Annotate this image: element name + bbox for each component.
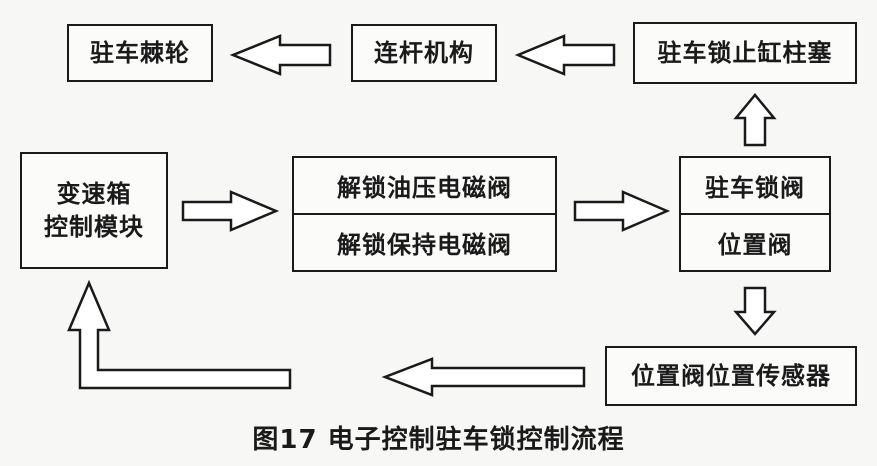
unlock-hold-solenoid: 解锁保持电磁阀 bbox=[294, 213, 555, 270]
arrow-feedback-to-tcm bbox=[67, 279, 292, 390]
valve-box: 驻车锁阀 位置阀 bbox=[679, 156, 831, 272]
lock-cylinder-plunger-box: 驻车锁止缸柱塞 bbox=[633, 22, 857, 84]
lock-cylinder-plunger-label: 驻车锁止缸柱塞 bbox=[657, 38, 833, 67]
linkage-label: 连杆机构 bbox=[374, 38, 474, 67]
parking-pawl-label: 驻车棘轮 bbox=[90, 38, 190, 67]
arrow-plunger-to-linkage bbox=[514, 34, 616, 76]
unlock-pressure-solenoid: 解锁油压电磁阀 bbox=[337, 174, 512, 202]
arrow-solenoid-to-valve bbox=[573, 190, 671, 232]
position-sensor-box: 位置阀位置传感器 bbox=[605, 346, 857, 406]
arrow-valve-to-plunger bbox=[733, 93, 777, 147]
tcm-box: 变速箱 控制模块 bbox=[20, 152, 168, 269]
solenoid-box: 解锁油压电磁阀 解锁保持电磁阀 bbox=[292, 156, 557, 272]
arrow-linkage-to-pawl bbox=[229, 34, 332, 76]
arrow-sensor-feedback bbox=[381, 357, 586, 397]
figure-caption: 图17 电子控制驻车锁控制流程 bbox=[252, 425, 625, 455]
position-valve: 位置阀 bbox=[681, 213, 829, 270]
parking-lock-valve: 驻车锁阀 bbox=[705, 174, 805, 202]
arrow-valve-to-sensor bbox=[733, 286, 777, 336]
linkage-box: 连杆机构 bbox=[351, 24, 497, 82]
parking-pawl-box: 驻车棘轮 bbox=[67, 24, 213, 82]
position-sensor-label: 位置阀位置传感器 bbox=[631, 361, 831, 390]
arrow-tcm-to-solenoid bbox=[181, 190, 280, 232]
tcm-label-line2: 控制模块 bbox=[44, 212, 144, 241]
tcm-label-line1: 变速箱 bbox=[56, 180, 132, 209]
